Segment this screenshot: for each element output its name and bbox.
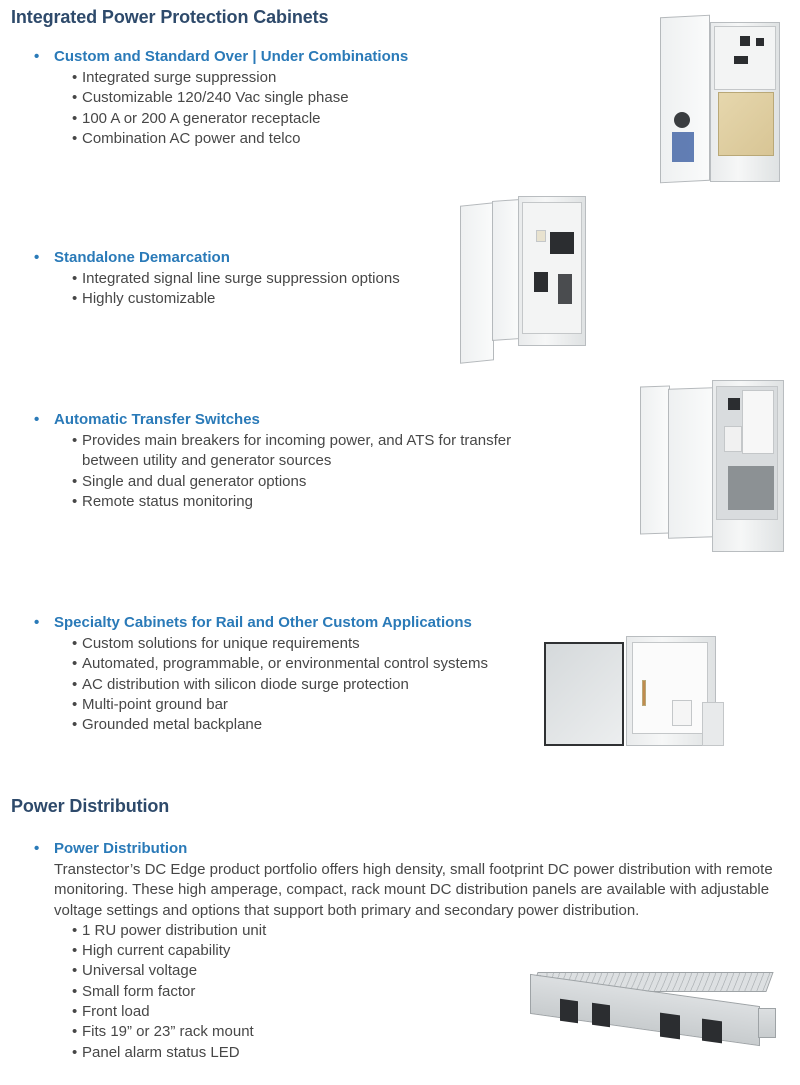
list-item: Custom solutions for unique requirements <box>72 634 488 655</box>
item-heading: Custom and Standard Over | Under Combina… <box>54 48 409 65</box>
item-heading: Specialty Cabinets for Rail and Other Cu… <box>54 614 472 631</box>
list-item: 1 RU power distribution unit <box>72 921 794 942</box>
rack-distribution-panel-image <box>530 968 782 1048</box>
item-heading: Automatic Transfer Switches <box>54 411 260 428</box>
feature-list: 1 RU power distribution unit High curren… <box>72 921 794 1063</box>
ats-cabinet-image <box>638 376 786 556</box>
list-item: High current capability <box>72 941 794 962</box>
list-item: Multi-point ground bar <box>72 695 488 716</box>
outdoor-cabinet-image <box>658 14 782 186</box>
feature-list: Integrated signal line surge suppression… <box>72 269 400 310</box>
list-item: Provides main breakers for incoming powe… <box>72 431 542 472</box>
bullet-icon: • <box>34 48 40 65</box>
demarcation-enclosure-image <box>458 192 588 364</box>
item-heading: Power Distribution <box>54 840 188 857</box>
list-item: Integrated signal line surge suppression… <box>72 269 400 290</box>
item-power-distribution: • Power Distribution Transtector’s DC Ed… <box>34 840 794 1063</box>
item-standalone-demarcation: • Standalone Demarcation Integrated sign… <box>34 249 400 310</box>
list-item: Automated, programmable, or environmenta… <box>72 654 488 675</box>
section-title-cabinets: Integrated Power Protection Cabinets <box>11 7 329 27</box>
feature-list: Provides main breakers for incoming powe… <box>72 431 542 512</box>
item-specialty-cabinets: • Specialty Cabinets for Rail and Other … <box>34 614 488 736</box>
list-item: Grounded metal backplane <box>72 715 488 736</box>
item-heading: Standalone Demarcation <box>54 249 230 266</box>
list-item: Small form factor <box>72 982 794 1003</box>
list-item: Single and dual generator options <box>72 472 542 493</box>
list-item: Remote status monitoring <box>72 492 542 513</box>
list-item: Fits 19” or 23” rack mount <box>72 1022 794 1043</box>
description-paragraph: Transtector’s DC Edge product portfolio … <box>54 861 773 919</box>
list-item: Combination AC power and telco <box>72 129 408 150</box>
bullet-icon: • <box>34 614 40 631</box>
list-item: Highly customizable <box>72 289 400 310</box>
list-item: Universal voltage <box>72 961 794 982</box>
feature-list: Custom solutions for unique requirements… <box>72 634 488 736</box>
list-item: Integrated surge suppression <box>72 68 408 89</box>
specialty-cabinet-image <box>540 630 724 750</box>
bullet-icon: • <box>34 840 40 857</box>
item-custom-standard: • Custom and Standard Over | Under Combi… <box>34 48 408 149</box>
bullet-icon: • <box>34 249 40 266</box>
item-automatic-transfer-switches: • Automatic Transfer Switches Provides m… <box>34 411 542 512</box>
list-item: Front load <box>72 1002 794 1023</box>
list-item: 100 A or 200 A generator receptacle <box>72 109 408 130</box>
section-title-power-distribution: Power Distribution <box>11 796 170 816</box>
feature-list: Integrated surge suppression Customizabl… <box>72 68 408 149</box>
bullet-icon: • <box>34 411 40 428</box>
list-item: Panel alarm status LED <box>72 1043 794 1064</box>
list-item: Customizable 120/240 Vac single phase <box>72 88 408 109</box>
list-item: AC distribution with silicon diode surge… <box>72 675 488 696</box>
